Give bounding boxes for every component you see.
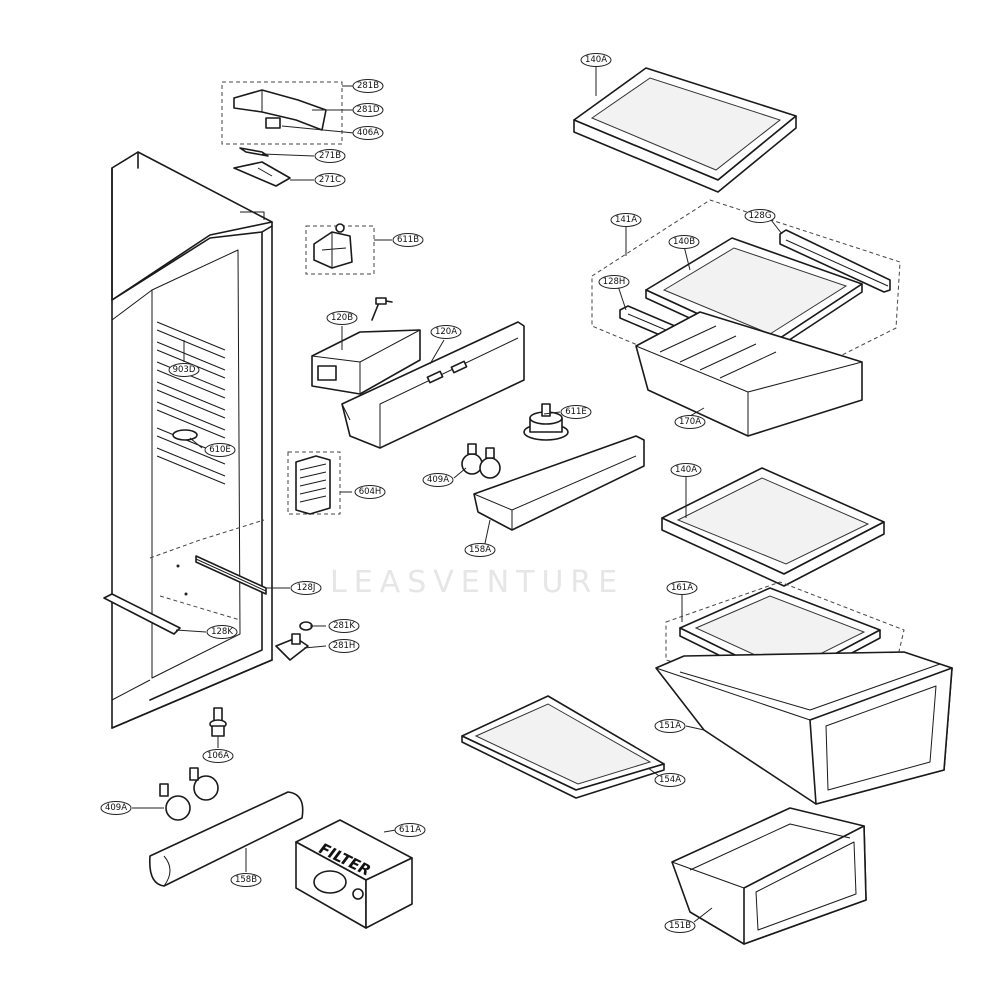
part-label-158A: 158A	[464, 543, 496, 557]
svg-text:406A: 406A	[357, 128, 379, 138]
part-label-409A-bottom: 409A	[100, 801, 132, 815]
part-label-604H: 604H	[354, 485, 386, 499]
crisper-drawer-170A	[635, 311, 863, 437]
svg-text:281K: 281K	[333, 621, 355, 631]
part-label-151A: 151A	[654, 719, 686, 733]
leveling-leg-106A	[209, 707, 227, 737]
part-label-128J: 128J	[290, 581, 322, 595]
control-housing-group	[221, 81, 343, 145]
cover-158B	[148, 791, 304, 887]
icemaker-bracket-120A	[341, 321, 525, 449]
svg-text:610E: 610E	[209, 445, 231, 455]
part-label-610E: 610E	[204, 443, 236, 457]
svg-text:158B: 158B	[235, 875, 257, 885]
part-label-903D: 903D	[168, 363, 200, 377]
part-label-611B: 611B	[392, 233, 424, 247]
svg-text:128K: 128K	[211, 627, 233, 637]
part-label-151B: 151B	[664, 919, 696, 933]
svg-text:128G: 128G	[749, 211, 772, 221]
svg-text:170A: 170A	[679, 417, 701, 427]
part-label-281B: 281B	[352, 79, 384, 93]
glass-shelf-140A-top	[573, 67, 797, 193]
glass-shelf-154A	[461, 695, 665, 799]
part-label-271B: 271B	[314, 149, 346, 163]
svg-text:120B: 120B	[331, 313, 353, 323]
part-label-281H: 281H	[328, 639, 360, 653]
svg-text:151A: 151A	[659, 721, 681, 731]
part-label-128H: 128H	[598, 275, 630, 289]
watermark-text: LEASVENTURE	[330, 565, 624, 600]
svg-text:271C: 271C	[319, 175, 341, 185]
part-label-281K: 281K	[328, 619, 360, 633]
hinge-281H	[275, 633, 309, 661]
svg-text:120A: 120A	[435, 327, 457, 337]
svg-text:281B: 281B	[357, 81, 379, 91]
part-label-141A: 141A	[610, 213, 642, 227]
svg-text:154A: 154A	[659, 775, 681, 785]
damper-knob-611E	[523, 403, 569, 441]
part-label-611A: 611A	[394, 823, 426, 837]
svg-text:151B: 151B	[669, 921, 691, 931]
svg-text:128H: 128H	[603, 277, 626, 287]
part-label-140A-top: 140A	[580, 53, 612, 67]
part-label-161A: 161A	[666, 581, 698, 595]
pantry-drawer-151A	[655, 651, 953, 805]
part-label-170A: 170A	[674, 415, 706, 429]
icemaker-motor-120B	[311, 297, 421, 395]
guide-rail-left	[103, 593, 181, 635]
part-label-120A: 120A	[430, 325, 462, 339]
part-label-128G: 128G	[744, 209, 776, 223]
svg-text:141A: 141A	[615, 215, 637, 225]
part-label-106A: 106A	[202, 749, 234, 763]
svg-text:140A: 140A	[585, 55, 607, 65]
svg-text:409A: 409A	[427, 475, 449, 485]
svg-text:158A: 158A	[469, 545, 491, 555]
part-label-406A: 406A	[352, 126, 384, 140]
lamp-cover	[172, 429, 198, 441]
hinge-cover-271B	[239, 147, 269, 157]
part-label-140A-middle: 140A	[670, 463, 702, 477]
svg-text:281D: 281D	[357, 105, 380, 115]
svg-text:106A: 106A	[207, 751, 229, 761]
part-label-271C: 271C	[314, 173, 346, 187]
svg-text:281H: 281H	[333, 641, 356, 651]
svg-text:604H: 604H	[359, 487, 382, 497]
part-label-140B: 140B	[668, 235, 700, 249]
refrigerator-cabinet	[103, 151, 273, 729]
svg-text:271B: 271B	[319, 151, 341, 161]
svg-text:409A: 409A	[105, 803, 127, 813]
glass-shelf-140A-middle	[661, 467, 885, 587]
svg-text:903D: 903D	[173, 365, 196, 375]
svg-text:611E: 611E	[565, 407, 587, 417]
part-label-128K: 128K	[206, 625, 238, 639]
air-filter-604H	[287, 451, 341, 515]
part-label-120B: 120B	[326, 311, 358, 325]
part-label-154A: 154A	[654, 773, 686, 787]
svg-text:611A: 611A	[399, 825, 421, 835]
light-bulbs-top	[461, 443, 501, 479]
svg-text:161A: 161A	[671, 583, 693, 593]
leader-lines	[132, 66, 783, 923]
drawer-151B	[671, 807, 867, 945]
part-label-409A-top: 409A	[422, 473, 454, 487]
svg-text:128J: 128J	[297, 583, 316, 593]
svg-text:611B: 611B	[397, 235, 419, 245]
water-filter-box-611A: FILTER	[295, 819, 413, 929]
part-label-158B: 158B	[230, 873, 262, 887]
sensor-connector	[265, 117, 281, 129]
svg-text:140A: 140A	[675, 465, 697, 475]
light-bulbs-bottom	[159, 767, 219, 821]
svg-text:140B: 140B	[673, 237, 695, 247]
part-label-281D: 281D	[352, 103, 384, 117]
trim-128G	[779, 229, 891, 293]
hinge-cover-271C	[233, 161, 291, 187]
lamp-cover-158A	[473, 435, 645, 531]
part-label-611E: 611E	[560, 405, 592, 419]
shelf-rails	[156, 321, 226, 485]
damper-assembly	[305, 223, 375, 275]
